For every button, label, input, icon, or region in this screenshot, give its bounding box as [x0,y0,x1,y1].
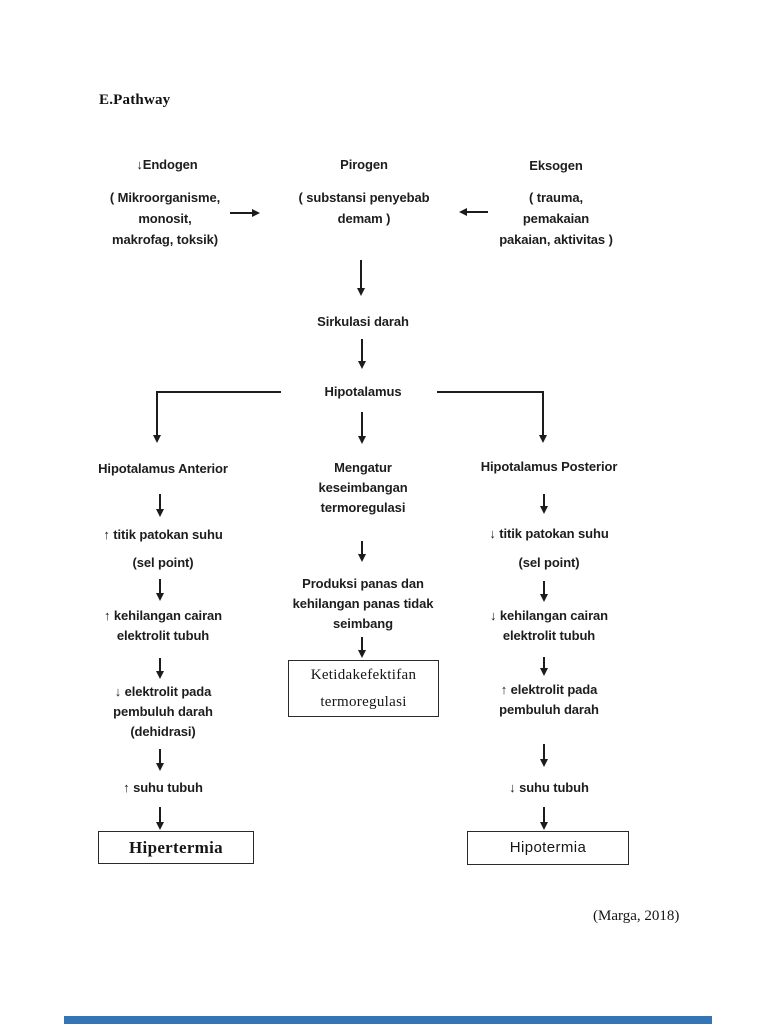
arrow-left-icon [466,211,488,213]
branch-line-left [157,391,281,393]
arrow-down-icon [543,657,545,668]
arrow-down-icon [360,260,362,288]
endogen-body: ( Mikroorganisme, monosit, makrofag, tok… [109,190,221,247]
hipotermia-outcome-box: Hipotermia [467,831,629,865]
sirkulasi-darah-node: Sirkulasi darah [317,314,409,329]
left-step1-sub: (sel point) [132,555,194,570]
arrow-down-icon [361,339,363,361]
citation: (Marga, 2018) [593,908,680,924]
pirogen-title: Pirogen [340,157,388,172]
arrow-down-icon [159,579,161,593]
left-step3: ↓ elektrolit pada pembuluh darah (dehidr… [113,684,213,739]
right-step1: ↓ titik patokan suhu [489,526,609,541]
arrow-down-icon [159,658,161,671]
pirogen-body: ( substansi penyebab demam ) [298,190,430,226]
page-title: E.Pathway [99,92,171,108]
left-branch-header: Hipotalamus Anterior [98,461,228,476]
right-step1-sub: (sel point) [518,555,580,570]
arrow-down-icon [543,744,545,759]
hipertermia-outcome-box: Hipertermia [98,831,254,864]
left-step1: ↑ titik patokan suhu [103,527,223,542]
arrow-down-icon [361,412,363,436]
right-branch-header: Hipotalamus Posterior [480,459,618,474]
arrow-right-icon [230,212,252,214]
right-step4: ↓ suhu tubuh [509,780,589,795]
eksogen-title: Eksogen [529,158,583,173]
arrow-down-icon [361,637,363,650]
left-step2: ↑ kehilangan cairan elektrolit tubuh [103,608,223,643]
middle-step1: Produksi panas dan kehilangan panas tida… [292,576,434,631]
middle-branch-header: Mengatur keseimbangan termoregulasi [318,460,408,515]
endogen-title: ↓Endogen [136,157,198,172]
arrow-down-icon [543,581,545,594]
arrow-down-icon [543,807,545,822]
arrow-down-icon [361,541,363,554]
arrow-down-icon [159,749,161,763]
eksogen-body: ( trauma, pemakaian pakaian, aktivitas ) [499,190,613,247]
arrow-down-icon [156,391,158,435]
arrow-down-icon [159,494,161,509]
right-step3: ↑ elektrolit pada pembuluh darah [499,682,599,717]
ketidakefektifan-outcome-box: Ketidakefektifan termoregulasi [288,660,439,717]
right-step2: ↓ kehilangan cairan elektrolit tubuh [489,608,609,643]
page-bottom-bar [64,1016,712,1024]
arrow-down-icon [159,807,161,822]
hipotalamus-node: Hipotalamus [324,384,402,399]
left-step4: ↑ suhu tubuh [123,780,203,795]
arrow-down-icon [543,494,545,506]
arrow-down-icon [542,391,544,435]
branch-line-right [437,391,543,393]
